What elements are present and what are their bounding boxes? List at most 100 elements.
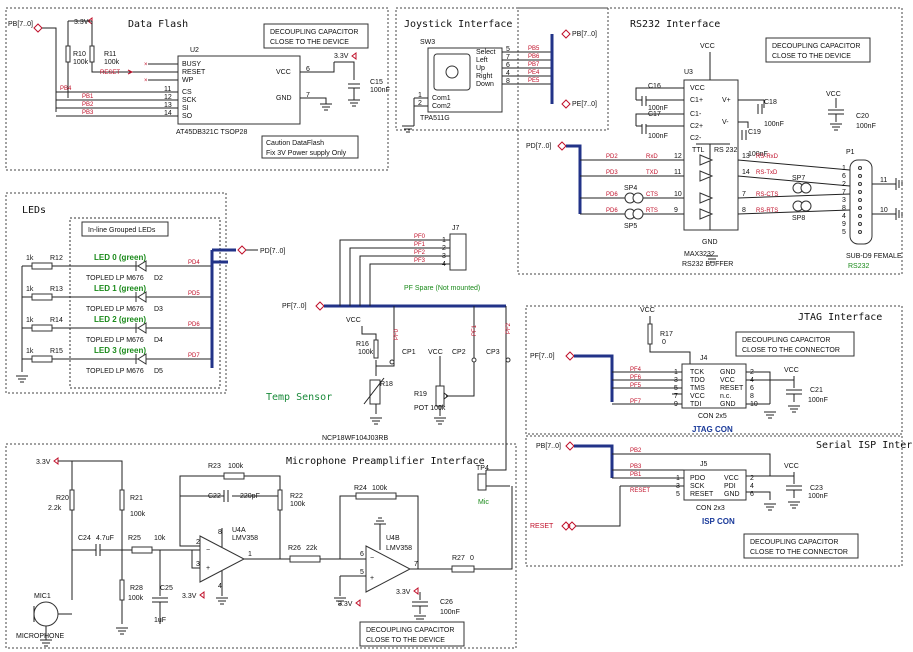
joystick-title: Joystick Interface [404,19,512,30]
p1-pin [858,214,862,218]
p1-pin-number: 3 [842,197,846,204]
rs232-driver-triangle [699,154,714,166]
gnd-symbol-c21 [788,405,800,413]
j7-body [449,233,467,271]
gnd-symbol-c23 [788,501,800,509]
u4a-ref: U4A [232,527,246,534]
rs232-pd-net: PD3 [606,170,618,176]
gnd-symbol-r18 [370,417,382,425]
solder-jumper [800,200,812,212]
c23-val: 100nF [808,493,828,500]
led-resistor-ref: R14 [50,317,63,324]
p1-pin [858,222,862,226]
led-resistor [31,293,53,301]
rs232-frame [517,7,903,275]
c24-symbol [95,544,101,556]
u4a-plus: + [206,565,210,572]
mic-input-wires [71,510,200,624]
pot-wires [439,306,475,416]
p1-n11: 11 [880,177,887,184]
isp-reset-wire [576,486,621,527]
u4b-plus: + [370,575,374,582]
r25-ref: R25 [128,535,141,542]
gnd-symbol-r26 [334,597,346,605]
u3-pin-number: 9 [674,207,678,214]
solder-jumper-ref: SP8 [792,215,805,222]
mic-decoupling-note [359,621,465,647]
led-group-label: In-line Grouped LEDs [88,227,156,234]
r23-val: 100k [228,463,244,470]
led-diode-symbol [135,322,147,334]
led-name: LED 2 (green) [94,315,146,324]
u2-v33-arrow [351,52,357,60]
rs232-cap-val: 100nF [748,151,768,158]
led-part: TOPLED LP M676 [86,275,144,282]
j4-pin-name: TDI [690,401,701,408]
led-net: PD6 [188,322,200,328]
led-net: PD4 [188,260,200,266]
mic-v33-arrow [53,457,59,465]
u4a-opamp [199,535,246,583]
flash-reset-net: RESET [100,70,120,76]
p1-pin [858,190,862,194]
j4-pin-name: VCC [720,377,735,384]
cp3-ref: CP3 [486,349,500,356]
c23-ref: C23 [810,485,823,492]
u3-vcc: VCC [700,43,715,50]
j4-body [681,363,747,409]
gnd-symbol-joystick [402,125,414,133]
rs232-cap-ref: C16 [648,83,661,90]
c26-val: 100nF [440,609,460,616]
j5-pin-name: SCK [690,483,705,490]
rs232-sig-net: CTS [646,192,658,198]
opamp-pin-number: 2 [196,539,200,546]
j7-ref: J7 [452,225,460,232]
mic1-wires [45,613,72,640]
led-resistor-value: 1k [26,317,34,324]
gnd-symbol-mic [40,639,52,647]
flash-pullup-wires [67,20,93,48]
jtag-note-line2: CLOSE TO THE CONNECTOR [742,347,840,354]
r18-ref: R18 [380,381,393,388]
isp-net-pb3: PB3 [630,464,642,470]
u3-pin-number: 11 [674,169,681,176]
rs232-pd-label: PD[7..0] [526,143,551,150]
rs232-cap-val: 100nF [764,121,784,128]
joy-net-pb6: PB6 [528,54,540,60]
gnd-symbol-j5 [764,503,776,511]
p1-connector [849,159,873,245]
u2-pin-name: CS [182,89,192,96]
r19-body [435,385,445,407]
r19-ref: R19 [414,391,427,398]
led-pd-bus [210,250,228,368]
j4-ref: J4 [700,355,708,362]
c25-val: 1uF [154,617,166,624]
r10-ref: R10 [73,51,86,58]
isp-frame [525,435,903,567]
j4-pin-name: VCC [690,393,705,400]
sw3-pin-name: Left [476,57,488,64]
isp-pb-label: PB[7..0] [536,443,561,450]
r17-vcc: VCC [640,307,655,314]
jtag-con-label: JTAG CON [692,425,733,434]
solder-jumper-ref: SP4 [624,185,637,192]
j5-pin-name: RESET [690,491,714,498]
u2-ref: U2 [190,47,199,54]
c26-v33-arrow [413,587,419,595]
led-pd-port [237,245,247,255]
led-resistor-value: 1k [26,255,34,262]
u3-body [683,79,739,231]
j4-net: PF5 [630,383,642,389]
rs232-title: RS232 Interface [630,19,720,30]
u3-pin-name: C1- [690,111,702,118]
jtag-decoupling-note [735,331,855,357]
u4a-power-wires [191,528,223,596]
j5-part: CON 2x3 [696,505,725,512]
opamp-pin-number: 6 [360,551,364,558]
u2-v33: 3.3V [334,53,349,60]
u2-pin-number: 11 [164,86,171,93]
p1-pin [858,230,862,234]
